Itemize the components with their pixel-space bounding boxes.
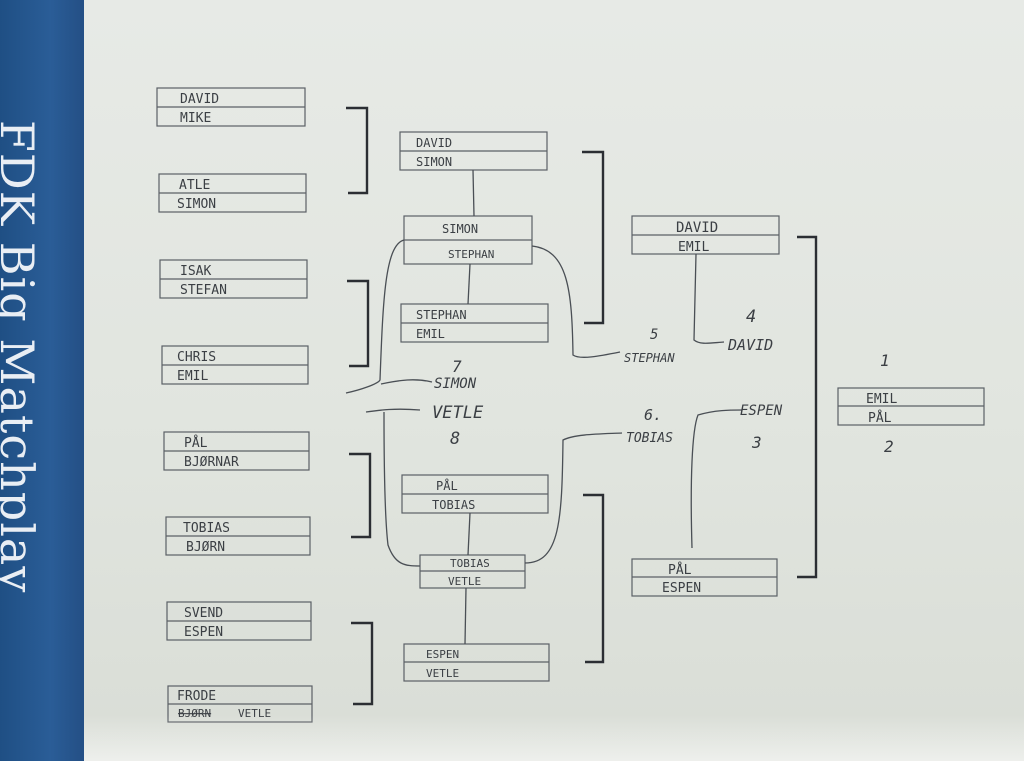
r2-1-top: DAVID <box>416 136 452 150</box>
r3-2-top: PÅL <box>668 562 692 578</box>
final-bottom: PÅL <box>868 410 892 426</box>
simon-label: SIMON <box>434 376 477 392</box>
r2-3-top: PÅL <box>436 478 458 493</box>
playoff-lower-box <box>419 554 526 589</box>
tobias-rank: 6. <box>644 406 662 424</box>
r2-4-top: ESPEN <box>426 648 459 661</box>
r2-2-bottom: EMIL <box>416 327 445 341</box>
banner-title: FDK Big Matchplay <box>0 120 44 594</box>
simon-rank: 7 <box>452 357 462 376</box>
r1-4-bottom: EMIL <box>177 369 208 384</box>
r1-8-top: FRODE <box>177 689 216 704</box>
r1-box-2 <box>158 173 307 213</box>
r1-box-7 <box>166 601 312 641</box>
r1-6-bottom: BJØRN <box>186 540 225 555</box>
r1-7-bottom: ESPEN <box>184 625 223 640</box>
r1-1-top: DAVID <box>180 92 219 107</box>
r1-5-bottom: BJØRNAR <box>184 455 239 470</box>
r3-1-bottom: EMIL <box>678 240 709 255</box>
r1-1-bottom: MIKE <box>180 111 211 126</box>
r1-2-bottom: SIMON <box>177 197 216 212</box>
r1-box-3 <box>159 259 308 299</box>
r1-4-top: CHRIS <box>177 350 216 365</box>
espen-label: ESPEN <box>740 403 783 419</box>
r1-box-4 <box>161 345 309 385</box>
r1-box-6 <box>165 516 311 556</box>
stephan-rank: 5 <box>650 327 658 343</box>
r1-3-bottom: STEFAN <box>180 283 227 298</box>
r2-2-top: STEPHAN <box>416 308 467 322</box>
r2-1-bottom: SIMON <box>416 155 452 169</box>
r1-6-top: TOBIAS <box>183 521 230 536</box>
banner: FDK Big Matchplay <box>0 0 84 761</box>
r3-box-2 <box>631 558 778 597</box>
r2-box-4 <box>403 643 550 682</box>
r1-5-top: PÅL <box>184 435 208 451</box>
tobias-label: TOBIAS <box>626 431 673 446</box>
first-place-mark: 1 <box>880 351 890 370</box>
r1-2-top: ATLE <box>179 178 210 193</box>
r2-4-bottom: VETLE <box>426 667 459 680</box>
vetle-label: VETLE <box>432 403 484 423</box>
second-place-mark: 2 <box>884 437 894 456</box>
r3-box-1 <box>631 215 780 255</box>
r1-box-5 <box>163 431 310 471</box>
vetle-rank: 8 <box>450 429 460 449</box>
r1-7-top: SVEND <box>184 606 223 621</box>
r1-3-top: ISAK <box>180 264 211 279</box>
r2-3-bottom: TOBIAS <box>432 498 475 512</box>
david-label: DAVID <box>727 336 773 354</box>
r3-2-bottom: ESPEN <box>662 581 701 596</box>
r2-box-3 <box>401 474 549 514</box>
david-rank: 4 <box>746 307 756 327</box>
stephan-label: STEPHAN <box>624 351 675 365</box>
final-top: EMIL <box>866 392 897 407</box>
final-box <box>837 387 985 426</box>
playoff-upper-top: SIMON <box>442 222 478 236</box>
r3-1-top: DAVID <box>676 220 718 236</box>
playoff-lower-top: TOBIAS <box>450 557 490 570</box>
playoff-upper-bottom: STEPHAN <box>448 248 494 261</box>
espen-rank: 3 <box>751 433 762 452</box>
r1-box-1 <box>156 87 306 127</box>
r2-box-2 <box>400 303 549 343</box>
playoff-lower-bottom: VETLE <box>448 575 481 588</box>
connector-lines <box>345 169 743 645</box>
glare <box>84 715 1024 761</box>
bracket-lines <box>346 106 818 706</box>
